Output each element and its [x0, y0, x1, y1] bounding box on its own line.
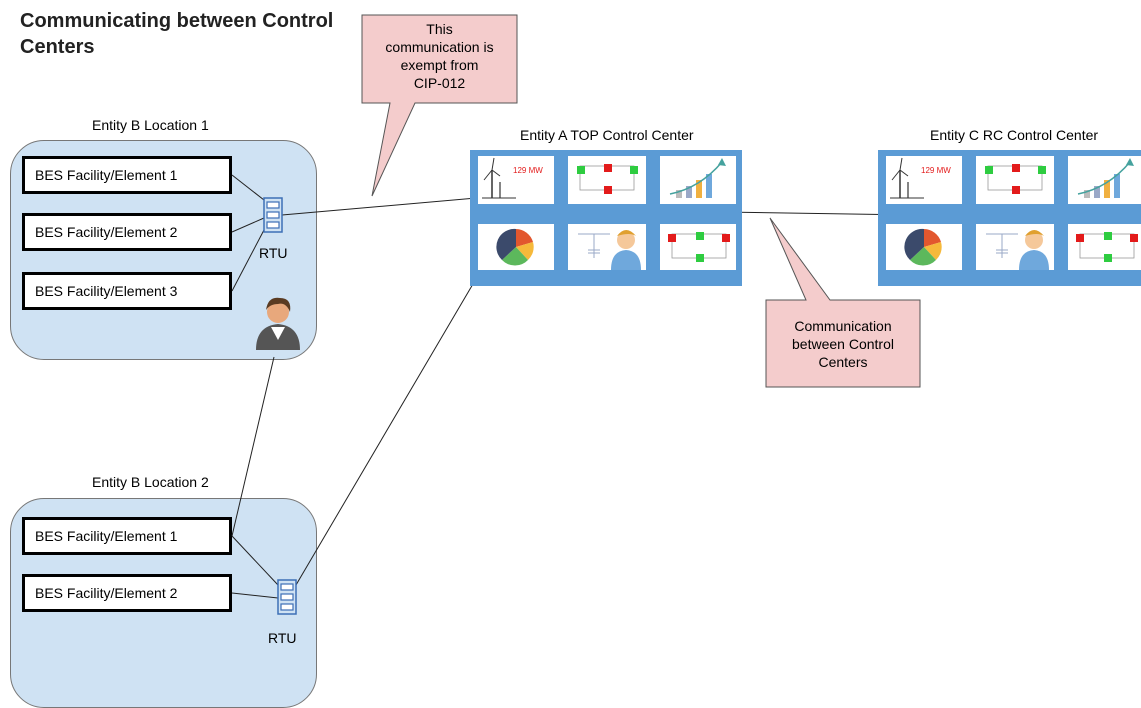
exempt-callout-line-2: communication is	[385, 39, 494, 55]
location-1-facility-3: BES Facility/Element 3	[22, 272, 232, 310]
page-title: Communicating between Control Centers	[20, 10, 334, 58]
entity-c-mw-readout: 129 MW	[921, 166, 951, 175]
between-callout-line-1: Communication	[794, 318, 892, 334]
location-2-rtu-label: RTU	[268, 630, 297, 646]
exempt-callout-line-3: exempt from	[400, 57, 479, 73]
entity-c-control-center-label: Entity C RC Control Center	[930, 127, 1099, 143]
entity-a-monitor-wall	[469, 149, 743, 287]
location-2-facility-2: BES Facility/Element 2	[22, 574, 232, 612]
location-1-facility-1: BES Facility/Element 1	[22, 156, 232, 194]
location-1-facility-2: BES Facility/Element 2	[22, 213, 232, 251]
entity-c-monitor-wall	[877, 149, 1141, 287]
location-2-label: Entity B Location 2	[92, 474, 209, 490]
location-2-facility-1: BES Facility/Element 1	[22, 517, 232, 555]
between-callout-line-3: Centers	[818, 354, 868, 370]
exempt-callout	[361, 14, 518, 197]
between-control-centers-callout	[765, 217, 921, 388]
exempt-callout-text: This communication is exempt from CIP-01…	[362, 20, 517, 92]
between-control-centers-callout-text: Communication between Control Centers	[766, 317, 920, 371]
exempt-callout-line-1: This	[426, 21, 453, 37]
location-1-label: Entity B Location 1	[92, 117, 209, 133]
location-2-rtu-icon	[277, 579, 297, 615]
entity-a-mw-readout: 129 MW	[513, 166, 543, 175]
location-1-operator-icon	[256, 297, 300, 350]
location-1-rtu-icon	[263, 197, 283, 233]
entity-a-control-center-label: Entity A TOP Control Center	[520, 127, 694, 143]
location-1-rtu-label: RTU	[259, 245, 288, 261]
connection-lines	[231, 174, 911, 599]
exempt-callout-line-4: CIP-012	[413, 75, 466, 91]
between-callout-line-2: between Control	[792, 336, 894, 352]
